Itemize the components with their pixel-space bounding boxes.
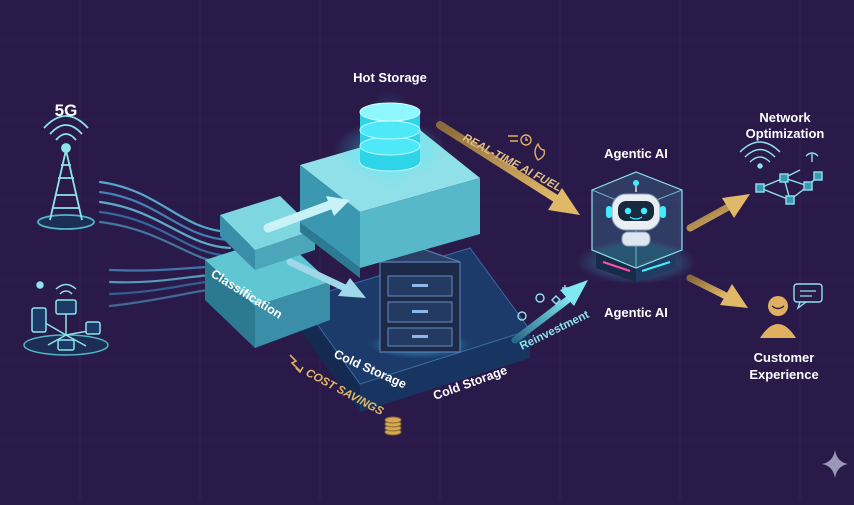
reinvestment-icons [517, 285, 568, 321]
wifi-network-icon [739, 141, 823, 205]
coins-icon [384, 416, 402, 436]
classification-to-cold-arrow [286, 258, 366, 298]
label-customer-experience-2: Experience [749, 367, 818, 382]
fire-icon [508, 134, 546, 161]
cost-down-arrow-icon [289, 354, 304, 374]
server-rack-icon [368, 247, 472, 359]
database-icon [334, 90, 446, 190]
label-network-optimization-1: Network [759, 110, 811, 125]
label-network-optimization-2: Optimization [746, 126, 825, 141]
to-network-arrow [686, 194, 750, 232]
user-chat-icon [760, 283, 823, 338]
robot-icon [606, 180, 666, 247]
iot-network-icon [23, 281, 109, 356]
cell-tower-icon [37, 115, 95, 230]
to-customer-arrow [686, 274, 748, 308]
label-customer-experience-1: Customer [754, 350, 815, 365]
classification-to-hot-arrow [263, 196, 350, 233]
label-hot-storage: Hot Storage [353, 70, 427, 85]
classification-block [205, 196, 330, 348]
label-agentic-ai-top: Agentic AI [604, 146, 668, 161]
sparkle-icon [822, 450, 848, 478]
real-time-ai-fuel-arrow [436, 121, 580, 215]
label-5g: 5G [55, 101, 78, 120]
agentic-ai-cube [576, 171, 696, 284]
label-agentic-ai-bottom: Agentic AI [604, 305, 668, 320]
reinvestment-arrow [511, 280, 588, 344]
